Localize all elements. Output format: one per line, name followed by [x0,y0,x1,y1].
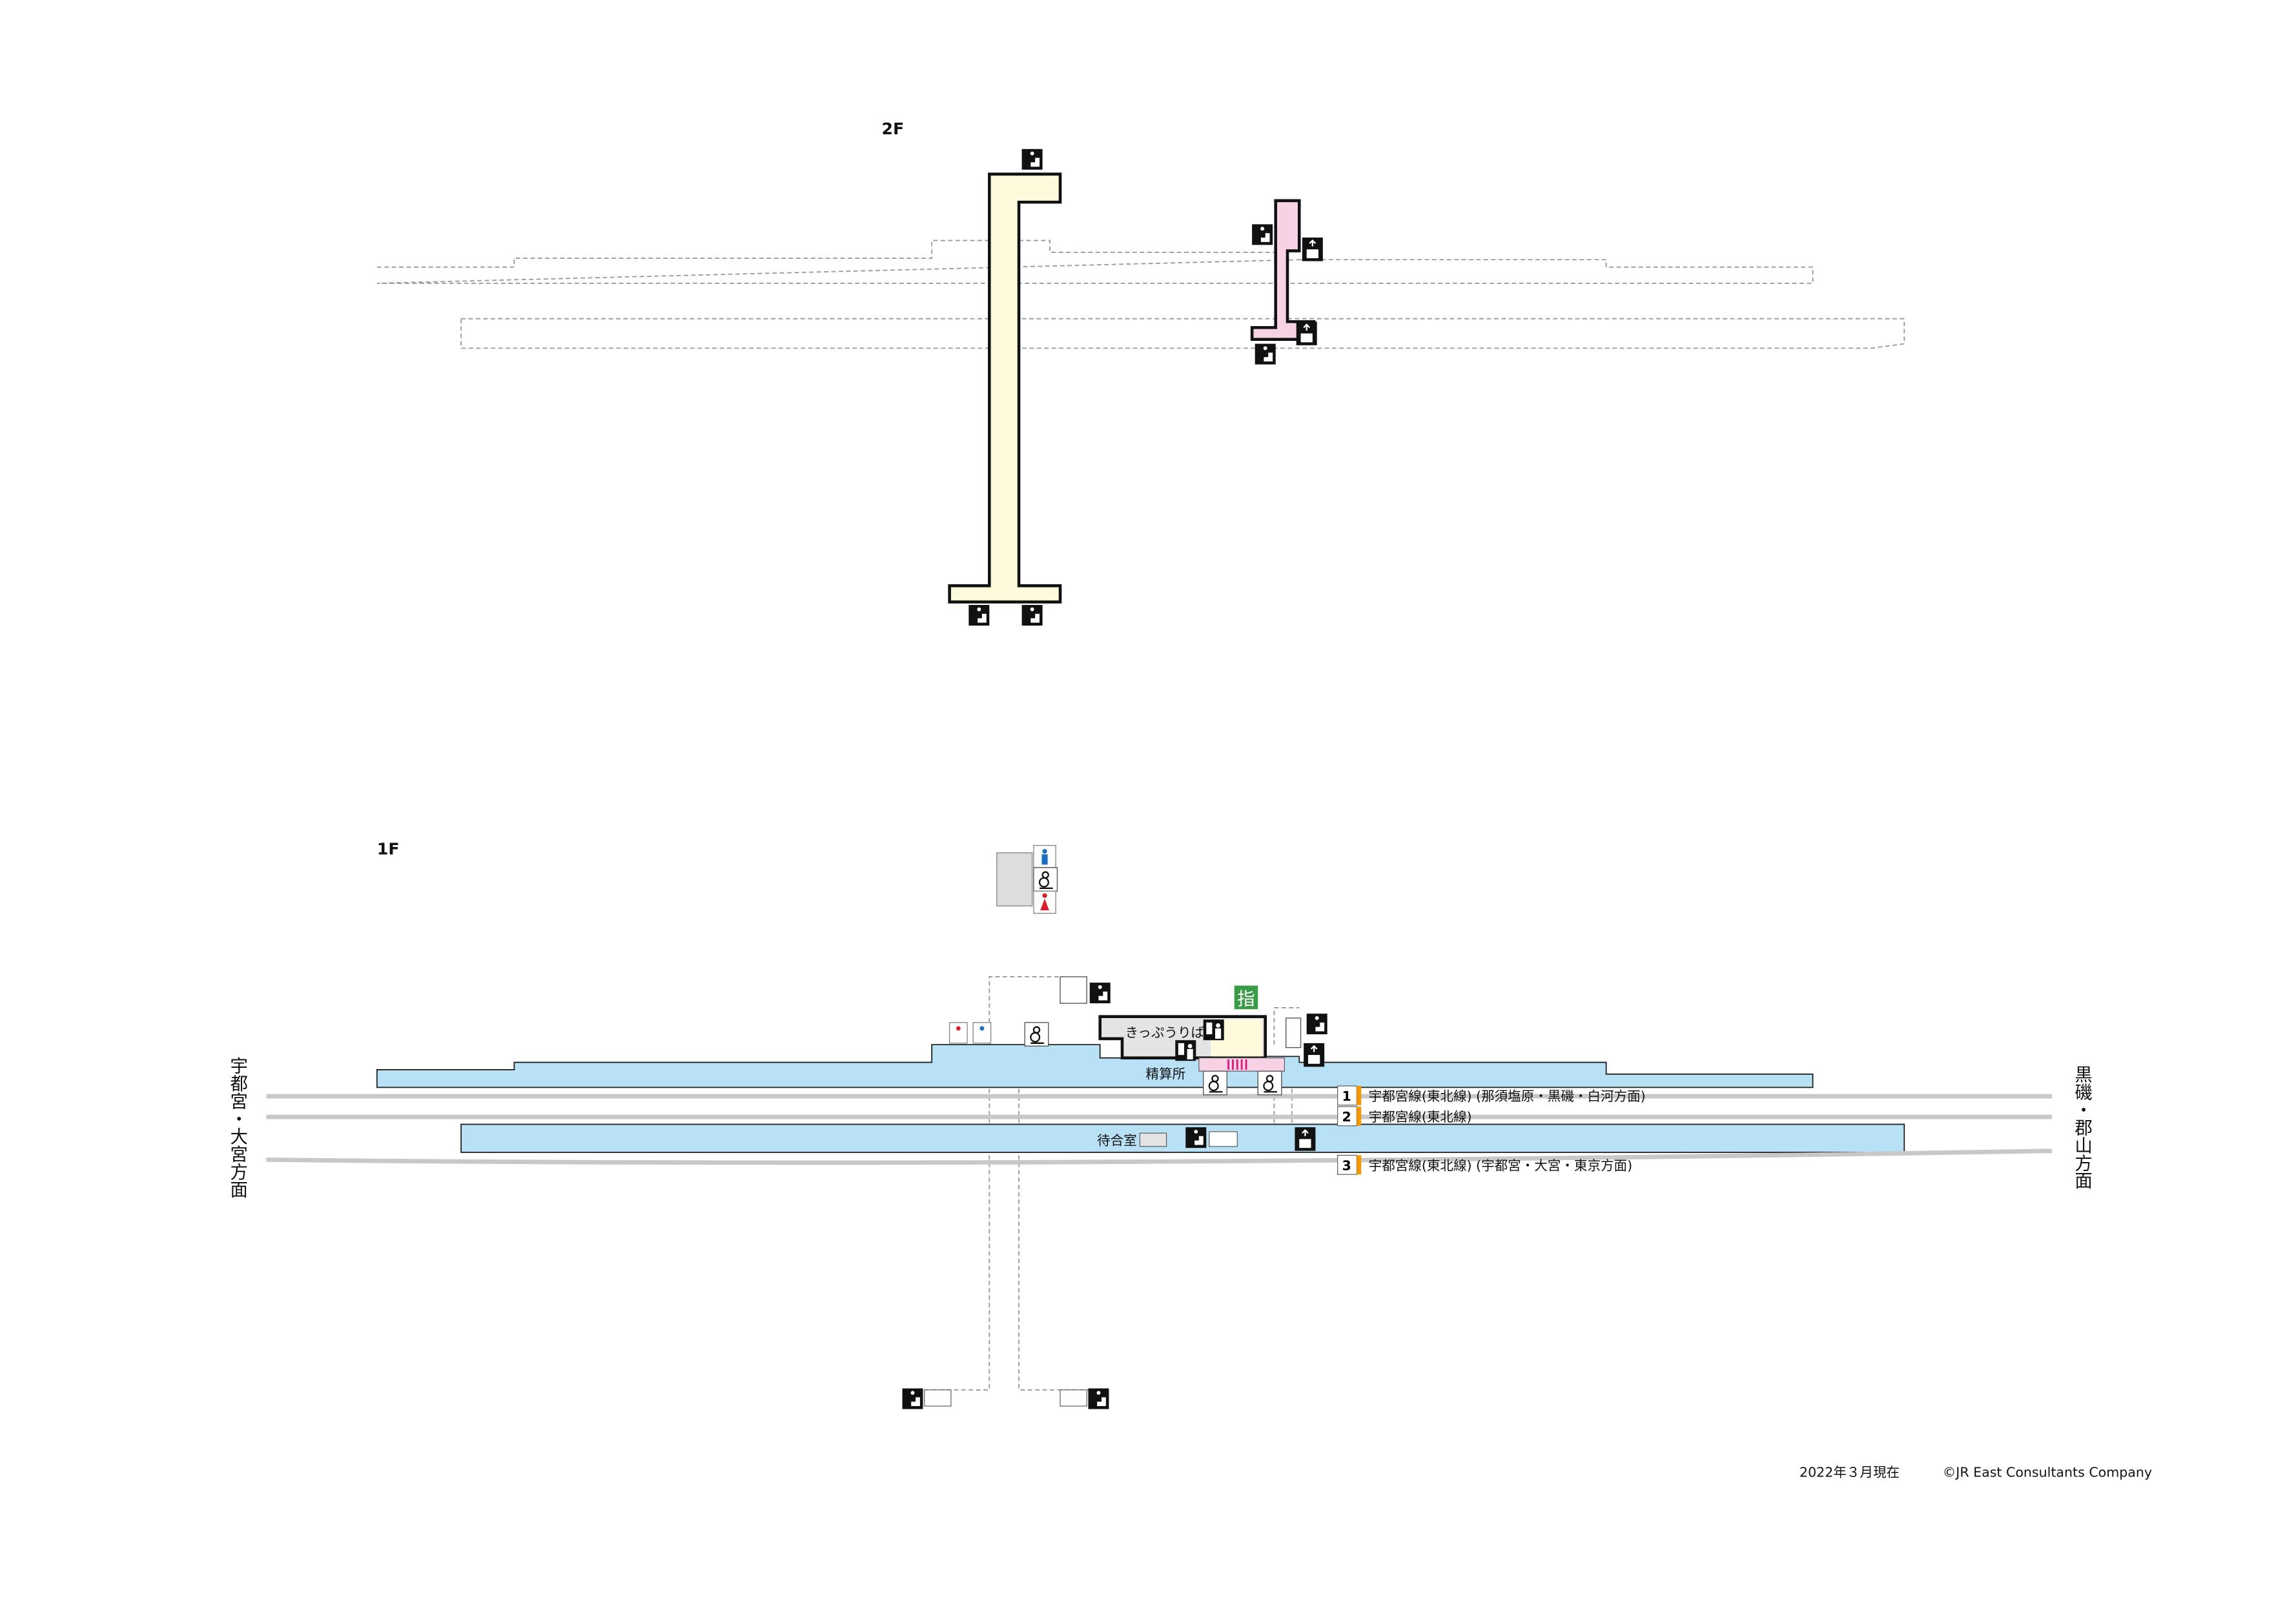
stairs-icon [1185,1127,1207,1148]
floor-label-1f: 1F [377,839,400,858]
footer-copyright: ©JR East Consultants Company [1943,1465,2152,1480]
stairs-icon [1021,605,1043,626]
accessible-toilet-icon [1024,1021,1049,1047]
elevator-icon [1302,1042,1326,1068]
waiting-room-label: 待合室 [1097,1133,1137,1148]
stairs-icon [1089,983,1111,1004]
fare-adjustment-label: 精算所 [1146,1067,1186,1082]
accessible-toilet-icon [1032,866,1058,892]
platform-number: 1 [1342,1088,1351,1104]
stairs [1060,976,1087,1004]
womens-toilet-icon [948,1022,968,1044]
ticket-office-label: きっぷうりば [1125,1025,1204,1041]
stairs-icon [1252,224,1273,245]
stairs-icon [1306,1014,1327,1035]
stairs [1209,1131,1238,1147]
concourse-corridor-2f [948,172,1062,604]
toilet-block [996,852,1033,906]
platform-label-1: 1 宇都宮線(東北線) (那須塩原・黒磯・白河方面) [1337,1085,1646,1106]
stairs-icon [902,1388,923,1409]
direction-left: 宇都宮・大宮方面 [227,1056,248,1198]
ticket-machine-icon [1175,1040,1196,1061]
platform-label-3: 3 宇都宮線(東北線) (宇都宮・大宮・東京方面) [1337,1154,1632,1175]
platform-outline-lower-2f [460,318,1905,349]
elevator-icon [1301,236,1324,262]
platform-2-3 [460,1123,1905,1153]
reserved-seat-badge [1234,985,1258,1010]
platform-line-label: 宇都宮線(東北線) (宇都宮・大宮・東京方面) [1369,1158,1632,1173]
elevator-icon [1294,1126,1317,1152]
wheelchair-icon [1202,1070,1228,1096]
direction-right: 黒磯・郡山方面 [2071,1065,2093,1189]
mens-toilet-icon [972,1022,992,1044]
stairs-icon [1255,343,1276,365]
waiting-room [1139,1132,1167,1147]
wheelchair-icon [1257,1070,1282,1096]
stairs-icon [969,605,990,626]
stairs-icon [1021,148,1043,170]
track-3 [266,1148,2052,1165]
platform-1 [376,1044,1814,1088]
stairs-icon [1088,1388,1109,1409]
platform-label-2: 2 宇都宮線(東北線) [1337,1106,1472,1127]
platform-line-label: 宇都宮線(東北線) (那須塩原・黒磯・白河方面) [1369,1088,1646,1104]
platform-number: 2 [1342,1109,1351,1125]
stairs [924,1389,952,1407]
ticket-machine-icon [1203,1019,1224,1041]
reserved-seat-mark: 指 [1237,989,1255,1009]
stairs [1060,1389,1087,1407]
underpass-outline [903,976,1300,1391]
stairs [1286,1017,1302,1048]
platform-number: 3 [1342,1158,1351,1173]
footer-date: 2022年３月現在 [1799,1465,1900,1480]
platform-line-label: 宇都宮線(東北線) [1369,1109,1472,1125]
platform-outline-upper-2f [376,240,1814,284]
elevator-icon [1295,321,1318,346]
floor-label-2f: 2F [881,119,904,138]
